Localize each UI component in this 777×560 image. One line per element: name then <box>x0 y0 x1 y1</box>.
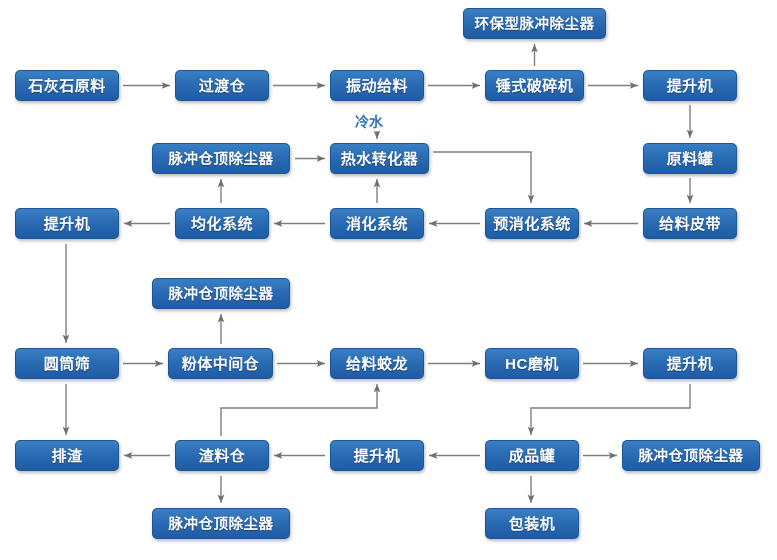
edge <box>527 384 691 435</box>
flow-node-n17[interactable]: 粉体中间仓 <box>168 348 273 379</box>
flow-node-n13[interactable]: 预消化系统 <box>485 208 579 239</box>
flow-node-n9[interactable]: 原料罐 <box>643 143 737 174</box>
flow-node-label: 原料罐 <box>666 151 714 168</box>
flow-node-n5[interactable]: 锤式破碎机 <box>485 70 584 101</box>
flow-node-label: 振动给料 <box>345 78 408 95</box>
flow-node-n2[interactable]: 石灰石原料 <box>15 70 119 101</box>
flow-node-label: 提升机 <box>353 448 401 465</box>
flow-node-label: 提升机 <box>666 78 714 95</box>
annotation-a1: 冷水 <box>355 114 383 130</box>
flow-node-n19[interactable]: HC磨机 <box>485 348 579 379</box>
flow-node-n6[interactable]: 提升机 <box>643 70 737 101</box>
flow-node-label: 脉冲仓顶除尘器 <box>168 152 274 168</box>
flow-node-label: 锤式破碎机 <box>495 78 574 95</box>
flow-node-label: 排渣 <box>51 448 83 465</box>
flow-node-label: 脉冲仓顶除尘器 <box>168 287 274 303</box>
flow-node-n4[interactable]: 振动给料 <box>330 70 424 101</box>
flow-node-label: 提升机 <box>43 216 91 233</box>
edge <box>220 384 381 436</box>
flow-node-label: 渣料仓 <box>198 448 246 465</box>
flow-node-label: 提升机 <box>666 356 714 373</box>
flow-node-label: 脉冲仓顶除尘器 <box>168 517 274 533</box>
flow-node-n12[interactable]: 消化系统 <box>330 208 424 239</box>
flow-node-n26[interactable]: 脉冲仓顶除尘器 <box>152 508 290 539</box>
flow-node-label: 圆筒筛 <box>43 356 91 373</box>
flow-node-label: HC磨机 <box>505 356 559 373</box>
flow-node-n18[interactable]: 给料蛟龙 <box>330 348 424 379</box>
flow-node-n16[interactable]: 圆筒筛 <box>15 348 119 379</box>
flow-node-label: 均化系统 <box>190 216 253 233</box>
edge <box>433 151 535 203</box>
flow-node-n15[interactable]: 脉冲仓顶除尘器 <box>152 278 290 309</box>
flow-node-n20[interactable]: 提升机 <box>643 348 737 379</box>
flow-node-n27[interactable]: 包装机 <box>485 508 579 539</box>
flow-node-n24[interactable]: 成品罐 <box>485 440 579 471</box>
flow-node-n21[interactable]: 排渣 <box>15 440 119 471</box>
flow-node-label: 预消化系统 <box>493 216 571 233</box>
flow-node-label: 脉冲仓顶除尘器 <box>638 449 744 465</box>
flow-node-label: 成品罐 <box>508 448 556 465</box>
flow-node-n3[interactable]: 过渡仓 <box>175 70 269 101</box>
flow-node-label: 粉体中间仓 <box>181 356 260 373</box>
flow-node-n10[interactable]: 提升机 <box>15 208 119 239</box>
flow-node-n11[interactable]: 均化系统 <box>175 208 269 239</box>
flow-node-n7[interactable]: 脉冲仓顶除尘器 <box>152 143 290 174</box>
flow-node-n25[interactable]: 脉冲仓顶除尘器 <box>622 440 760 471</box>
flow-node-label: 给料蛟龙 <box>345 356 408 373</box>
flow-node-label: 给料皮带 <box>658 216 721 233</box>
flow-node-n23[interactable]: 提升机 <box>330 440 424 471</box>
flow-node-label: 环保型脉冲除尘器 <box>474 17 595 33</box>
flow-node-n22[interactable]: 渣料仓 <box>175 440 269 471</box>
flow-node-n8[interactable]: 热水转化器 <box>330 143 429 174</box>
flow-node-label: 包装机 <box>508 516 556 533</box>
flow-node-label: 过渡仓 <box>198 78 246 95</box>
flow-node-label: 消化系统 <box>345 216 408 233</box>
flow-node-n14[interactable]: 给料皮带 <box>643 208 737 239</box>
flow-node-n1[interactable]: 环保型脉冲除尘器 <box>463 8 606 39</box>
flow-node-label: 热水转化器 <box>340 151 419 168</box>
flow-node-label: 石灰石原料 <box>28 78 106 95</box>
